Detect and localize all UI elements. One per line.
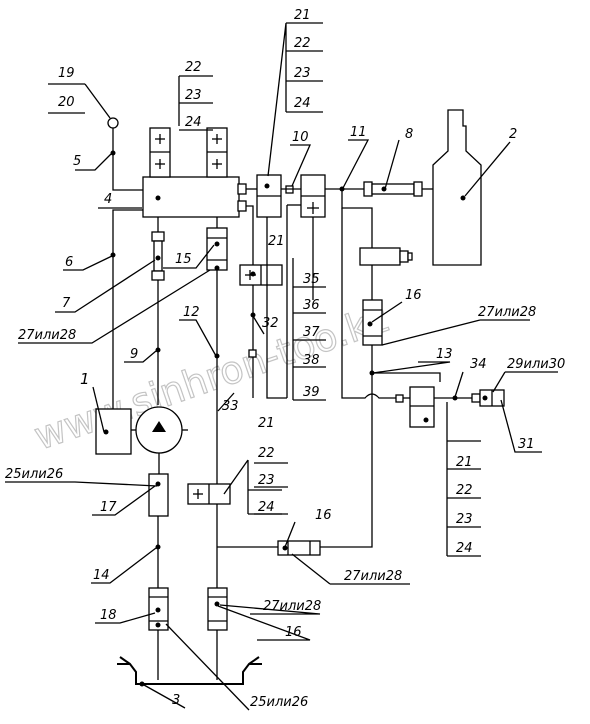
label-16-mid: 16 (315, 508, 332, 523)
block-4-port-b (237, 200, 247, 212)
cylinder-8 (363, 181, 373, 197)
label-22d: 22 (456, 483, 473, 498)
label-22a: 22 (294, 36, 311, 51)
filter-16-right (362, 299, 383, 346)
label-23a: 23 (294, 66, 311, 81)
label-21b: 21 (268, 234, 285, 249)
valve-15 (206, 227, 228, 271)
vessel-2 (432, 109, 482, 266)
label-16-bottom: 16 (285, 625, 302, 640)
label-27d: 27или28 (263, 599, 321, 614)
label-38: 38 (303, 353, 320, 368)
label-16-right: 16 (405, 288, 422, 303)
label-13: 13 (436, 347, 453, 362)
block-4-port-a (237, 183, 247, 195)
label-24-top: 24 (185, 115, 202, 130)
label-14: 14 (93, 568, 110, 583)
filter-7-top (151, 231, 165, 242)
label-8: 8 (405, 127, 413, 142)
label-6: 6 (65, 255, 73, 270)
label-15: 15 (175, 252, 192, 267)
label-1: 1 (80, 370, 90, 388)
label-36: 36 (303, 298, 320, 313)
label-33: 33 (222, 399, 239, 414)
label-22-top: 22 (185, 60, 202, 75)
label-32: 32 (262, 316, 279, 331)
label-3: 3 (172, 693, 180, 708)
label-31: 31 (518, 437, 535, 452)
label-27b: 27или28 (478, 305, 536, 320)
label-29: 29или30 (507, 357, 565, 372)
label-21d: 21 (456, 455, 473, 470)
label-27a: 27или28 (18, 328, 76, 343)
label-34: 34 (470, 357, 487, 372)
label-22c: 22 (258, 446, 275, 461)
label-23d: 23 (456, 512, 473, 527)
gauge-19-20 (107, 117, 119, 129)
label-17: 17 (100, 500, 117, 515)
label-24c: 24 (258, 500, 275, 515)
label-5: 5 (73, 154, 81, 169)
label-2: 2 (509, 127, 517, 142)
label-37: 37 (303, 325, 320, 340)
label-23-top: 23 (185, 88, 202, 103)
filter-17 (148, 473, 169, 517)
label-9: 9 (130, 347, 138, 362)
label-35: 35 (303, 272, 320, 287)
valve-top-left (149, 127, 171, 178)
valve-21-right (409, 386, 435, 428)
label-24a: 24 (294, 96, 311, 111)
filter-16-bottom (207, 587, 228, 631)
tank-3 (117, 656, 262, 685)
label-20: 20 (58, 95, 75, 110)
label-11: 11 (350, 125, 367, 140)
actuator (359, 247, 401, 266)
label-25b: 25или26 (250, 695, 308, 710)
label-12: 12 (183, 305, 200, 320)
label-39: 39 (303, 385, 320, 400)
label-10: 10 (292, 130, 309, 145)
label-18: 18 (100, 608, 117, 623)
label-23c: 23 (258, 473, 275, 488)
valve-top-right (206, 127, 228, 178)
label-7: 7 (62, 296, 71, 311)
label-24d: 24 (456, 541, 473, 556)
label-4: 4 (104, 192, 112, 207)
motor-1 (95, 408, 132, 455)
label-27c: 27или28 (344, 569, 402, 584)
label-25a: 25или26 (5, 467, 63, 482)
label-21a: 21 (294, 8, 311, 23)
label-19: 19 (58, 66, 75, 81)
label-21c: 21 (258, 416, 275, 431)
